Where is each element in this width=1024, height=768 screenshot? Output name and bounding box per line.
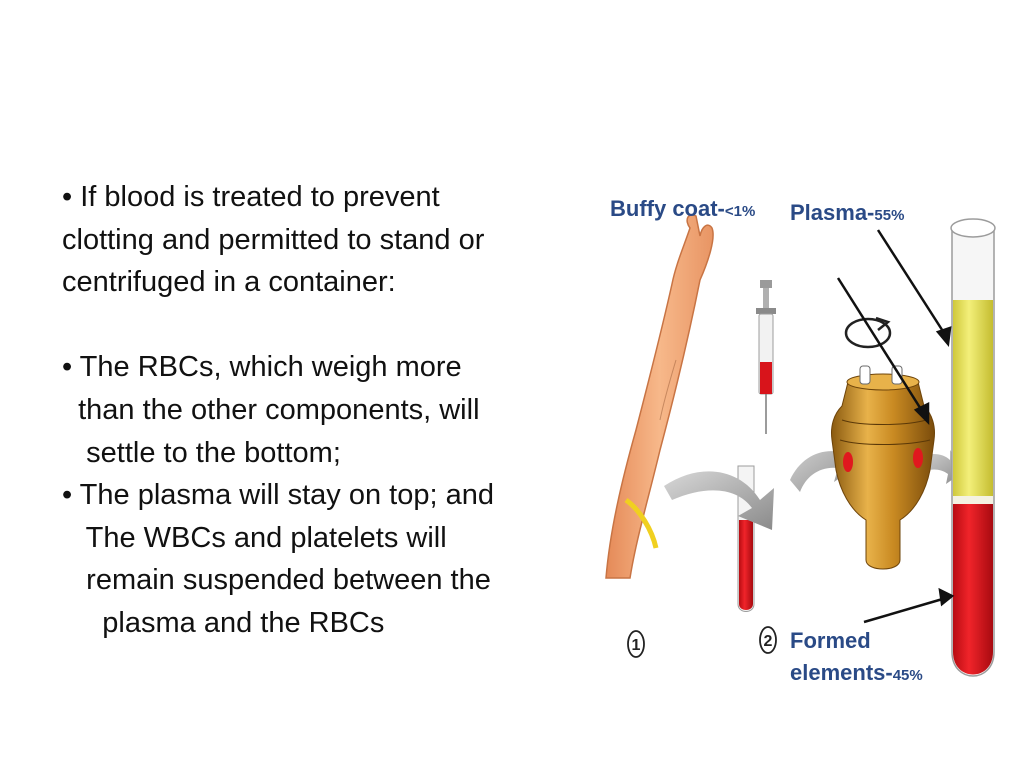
syringe-plunger: [763, 288, 769, 310]
large-tube-rim: [950, 218, 996, 238]
large-test-tube: [950, 218, 996, 677]
intro-line-3: centrifuged in a container:: [62, 266, 396, 299]
buffy-coat-value: <1%: [725, 203, 755, 220]
paragraph-gap: [62, 304, 562, 347]
formed-elements-layer: [953, 504, 993, 675]
point-line-2: than the other components, will: [62, 393, 480, 426]
point-line-7: plasma and the RBCs: [62, 606, 385, 639]
syringe-illustration: [756, 280, 776, 434]
formed-elements-label-line-2: elements-45%: [790, 660, 923, 685]
buffy-pointer-line: [836, 277, 926, 415]
centrifuge-ridge: [841, 419, 927, 425]
buffy-coat-layer: [953, 496, 993, 504]
formed-pointer-arrowhead: [938, 587, 955, 607]
arm-shape: [605, 214, 714, 579]
plasma-label: Plasma-55%: [790, 200, 904, 225]
intro-line-1: • If blood is treated to prevent: [62, 181, 440, 213]
centrifuge-body: [831, 381, 935, 570]
pointer-arrows: [836, 229, 955, 624]
point-line-3: settle to the bottom;: [62, 436, 341, 469]
point-line-1: • The RBCs, which weigh more: [62, 351, 462, 384]
centrifuge-ridge: [839, 439, 931, 445]
point-line-5: The WBCs and platelets will: [62, 521, 447, 554]
formed-elements-label-line-1: Formed: [790, 628, 871, 653]
intro-line-2: clotting and permitted to stand or: [62, 223, 485, 256]
rotation-icon: [844, 316, 892, 349]
buffy-pointer-arrowhead: [913, 401, 930, 426]
centrifuge-blood-right: [913, 448, 923, 468]
formed-pointer-line: [863, 596, 947, 624]
syringe-blood: [760, 362, 772, 394]
buffy-coat-name: Buffy coat-: [610, 196, 725, 221]
step-marker-1: 1: [627, 630, 645, 658]
centrifuge-tube-right: [891, 365, 903, 385]
slide-text: • If blood is treated to prevent clottin…: [62, 176, 562, 645]
plasma-name: Plasma-: [790, 200, 874, 225]
point-line-4: • The plasma will stay on top; and: [62, 479, 494, 512]
vein-line: [659, 359, 677, 421]
plasma-pointer-arrowhead: [935, 326, 952, 348]
step-number-1: 1: [632, 637, 641, 654]
syringe-flange: [756, 308, 776, 314]
plasma-pointer-line: [876, 229, 948, 337]
plasma-layer: [953, 300, 993, 496]
step-number-2: 2: [764, 633, 773, 650]
syringe-plunger-top: [760, 280, 772, 288]
centrifuge-illustration: [831, 365, 935, 570]
arm-illustration: [605, 214, 714, 579]
buffy-coat-label: Buffy coat-<1%: [610, 196, 755, 221]
small-tube-blood: [739, 520, 753, 610]
formed-elements-name: elements-: [790, 660, 893, 685]
blood-centrifugation-diagram: 1 2 Buffy coat-<1% Plasma-55% Formed ele…: [605, 196, 996, 685]
curved-arrow-1-icon: [664, 471, 774, 530]
tourniquet-band: [624, 497, 659, 549]
plasma-value: 55%: [874, 207, 904, 224]
formed-elements-value: 45%: [893, 667, 923, 684]
point-line-6: remain suspended between the: [62, 564, 491, 597]
step-marker-2: 2: [759, 626, 777, 654]
centrifuge-tube-left: [859, 365, 871, 385]
centrifuge-blood-left: [843, 452, 853, 472]
